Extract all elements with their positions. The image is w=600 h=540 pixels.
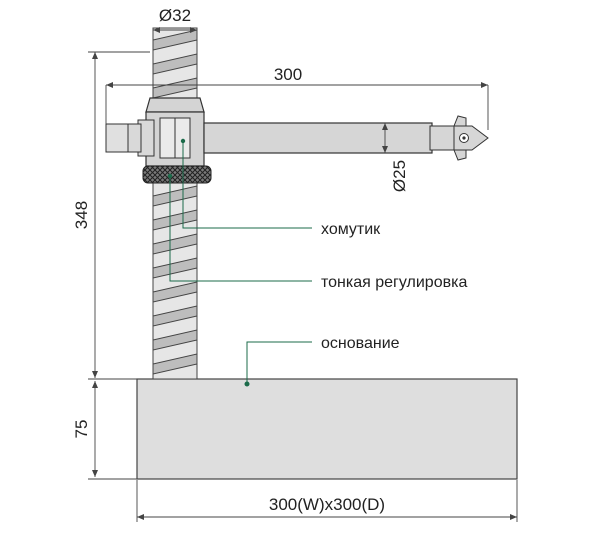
dim-column-diameter — [153, 27, 197, 33]
column-rod — [152, 27, 198, 380]
callout-base-label: основание — [321, 335, 400, 352]
dim-arm-diameter — [382, 123, 388, 153]
dim-column-diameter-label: Ø32 — [159, 6, 191, 25]
callout-clamp-label: хомутик — [321, 221, 381, 238]
fine-adjustment-knob — [142, 165, 212, 184]
leader-base — [244, 341, 312, 387]
leader-clamp — [180, 138, 312, 229]
base-block — [136, 378, 518, 480]
dim-base-height — [88, 378, 137, 480]
dim-arm-length-label: 300 — [274, 65, 302, 84]
dim-base-size-label: 300(W)x300(D) — [269, 495, 385, 514]
clamp-body — [105, 97, 205, 167]
dim-total-height-label: 348 — [72, 201, 91, 229]
dim-arm-diameter-label: Ø25 — [390, 160, 409, 192]
callout-fine-adjustment-label: тонкая регулировка — [321, 274, 467, 291]
dim-base-height-label: 75 — [72, 420, 91, 439]
dim-total-height — [88, 51, 150, 378]
dim-base-width — [136, 480, 518, 522]
horizontal-arm — [203, 115, 489, 161]
dim-arm-length — [105, 82, 489, 130]
leader-fine-adjustment — [167, 173, 312, 282]
